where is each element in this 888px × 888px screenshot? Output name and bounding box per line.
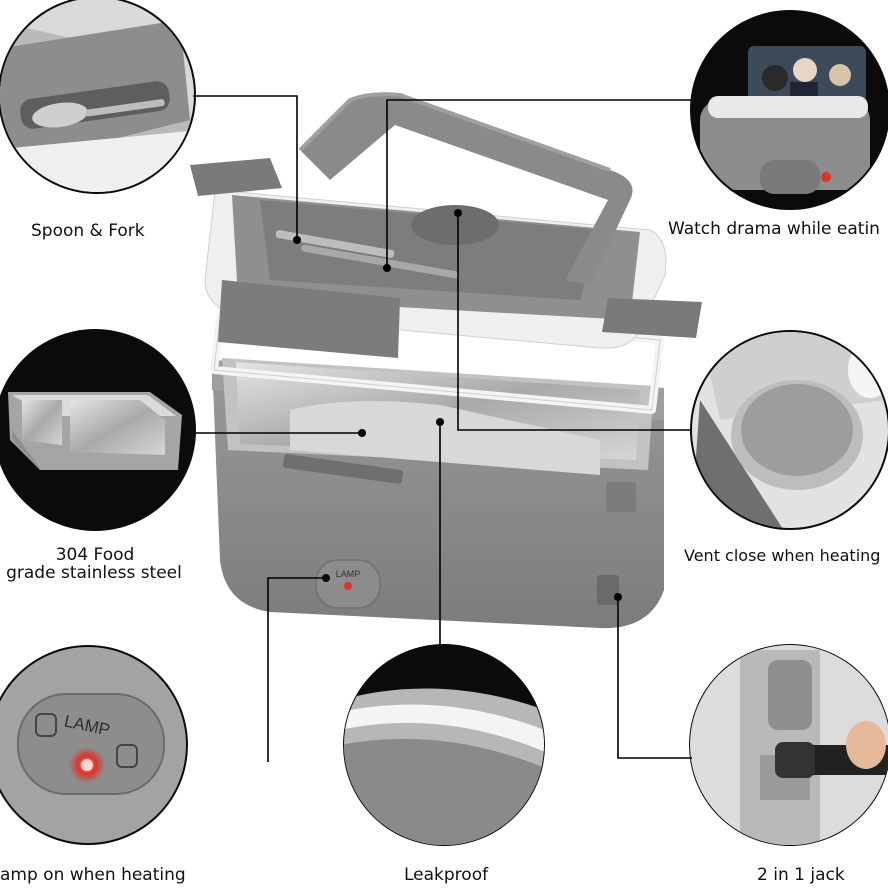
lunch-box-illustration: LAMP: [190, 92, 702, 629]
lamp-label-small: LAMP: [336, 569, 361, 579]
caption-steel-line2: grade stainless steel: [6, 563, 182, 583]
caption-leakproof: Leakproof: [404, 865, 489, 885]
spoon-fork-detail: [0, 0, 196, 194]
vent-detail: [690, 330, 888, 530]
caption-watch-drama: Watch drama while eatin: [668, 219, 880, 239]
leader-spoon: [193, 95, 298, 240]
caption-jack: 2 in 1 jack: [757, 865, 845, 885]
jack-detail: [689, 644, 888, 846]
watch-drama-detail: [690, 10, 888, 210]
leader-lamp: [267, 577, 326, 762]
caption-steel-line1: 304 Food: [55, 545, 135, 565]
leader-jack: [617, 597, 692, 759]
lamp-detail: LAMP: [0, 645, 188, 845]
leakproof-detail: [343, 644, 545, 846]
caption-lamp: amp on when heating: [0, 865, 186, 885]
caption-vent: Vent close when heating: [684, 546, 881, 565]
leader-drama: [386, 99, 692, 268]
caption-spoon-fork: Spoon & Fork: [31, 221, 145, 241]
leader-lines: [193, 95, 692, 762]
leader-vent: [457, 213, 692, 431]
steel-tray-detail: [0, 329, 196, 531]
